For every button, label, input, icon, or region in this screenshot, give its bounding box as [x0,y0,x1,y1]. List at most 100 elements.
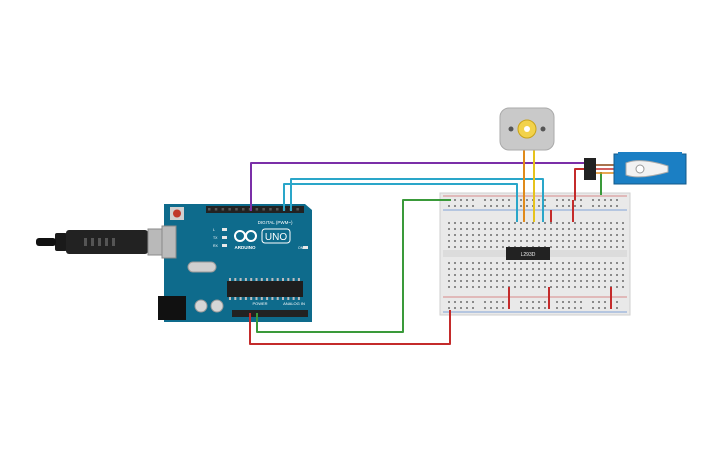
breadboard-hole[interactable] [568,199,570,201]
breadboard-hole[interactable] [598,262,600,264]
breadboard-hole[interactable] [610,205,612,207]
breadboard-hole[interactable] [568,205,570,207]
breadboard-hole[interactable] [490,262,492,264]
breadboard-hole[interactable] [514,262,516,264]
breadboard-hole[interactable] [466,274,468,276]
breadboard-hole[interactable] [532,301,534,303]
header-pin[interactable] [242,208,245,211]
breadboard-hole[interactable] [502,301,504,303]
breadboard-hole[interactable] [616,301,618,303]
breadboard-hole[interactable] [622,286,624,288]
breadboard-hole[interactable] [550,222,552,224]
breadboard-hole[interactable] [496,199,498,201]
breadboard-hole[interactable] [598,268,600,270]
breadboard-hole[interactable] [490,307,492,309]
breadboard-hole[interactable] [544,307,546,309]
breadboard-hole[interactable] [574,240,576,242]
breadboard-hole[interactable] [520,307,522,309]
breadboard-hole[interactable] [562,240,564,242]
breadboard-hole[interactable] [604,228,606,230]
breadboard-hole[interactable] [526,234,528,236]
breadboard-hole[interactable] [580,307,582,309]
breadboard-hole[interactable] [484,280,486,282]
breadboard-hole[interactable] [460,280,462,282]
breadboard-hole[interactable] [568,280,570,282]
breadboard-hole[interactable] [592,301,594,303]
breadboard-hole[interactable] [550,274,552,276]
breadboard-hole[interactable] [520,280,522,282]
breadboard-hole[interactable] [580,240,582,242]
breadboard-hole[interactable] [580,205,582,207]
breadboard-hole[interactable] [592,280,594,282]
breadboard-hole[interactable] [598,301,600,303]
breadboard-hole[interactable] [514,222,516,224]
breadboard-hole[interactable] [610,234,612,236]
breadboard-hole[interactable] [568,307,570,309]
breadboard-hole[interactable] [544,228,546,230]
breadboard-jumpers[interactable] [508,200,612,309]
breadboard-hole[interactable] [484,286,486,288]
breadboard-hole[interactable] [550,286,552,288]
breadboard-hole[interactable] [574,222,576,224]
breadboard-hole[interactable] [466,301,468,303]
breadboard-hole[interactable] [598,205,600,207]
breadboard-hole[interactable] [568,246,570,248]
breadboard-hole[interactable] [538,234,540,236]
breadboard-hole[interactable] [496,307,498,309]
breadboard-hole[interactable] [538,268,540,270]
breadboard-hole[interactable] [592,274,594,276]
breadboard-hole[interactable] [502,234,504,236]
breadboard-hole[interactable] [580,286,582,288]
breadboard-hole[interactable] [544,199,546,201]
breadboard-hole[interactable] [526,228,528,230]
breadboard-hole[interactable] [508,234,510,236]
breadboard-hole[interactable] [610,246,612,248]
breadboard-hole[interactable] [556,222,558,224]
breadboard-hole[interactable] [532,286,534,288]
breadboard-hole[interactable] [514,280,516,282]
breadboard-hole[interactable] [604,262,606,264]
breadboard-hole[interactable] [526,205,528,207]
breadboard-hole[interactable] [454,246,456,248]
breadboard-hole[interactable] [532,228,534,230]
breadboard-hole[interactable] [574,307,576,309]
breadboard-hole[interactable] [622,280,624,282]
breadboard-hole[interactable] [526,286,528,288]
breadboard-hole[interactable] [598,234,600,236]
breadboard-hole[interactable] [580,274,582,276]
breadboard-hole[interactable] [556,262,558,264]
breadboard-hole[interactable] [550,246,552,248]
breadboard-hole[interactable] [460,228,462,230]
breadboard-hole[interactable] [448,301,450,303]
breadboard-hole[interactable] [454,268,456,270]
breadboard-hole[interactable] [484,234,486,236]
breadboard-hole[interactable] [460,222,462,224]
breadboard-hole[interactable] [484,222,486,224]
breadboard-hole[interactable] [580,280,582,282]
breadboard-hole[interactable] [622,228,624,230]
breadboard-hole[interactable] [448,262,450,264]
breadboard-hole[interactable] [514,234,516,236]
breadboard-hole[interactable] [454,280,456,282]
breadboard-hole[interactable] [598,274,600,276]
breadboard-hole[interactable] [526,301,528,303]
breadboard-hole[interactable] [454,274,456,276]
breadboard-hole[interactable] [622,234,624,236]
breadboard-hole[interactable] [556,234,558,236]
breadboard-hole[interactable] [478,246,480,248]
breadboard-hole[interactable] [610,262,612,264]
breadboard-hole[interactable] [490,268,492,270]
breadboard-hole[interactable] [610,240,612,242]
breadboard-hole[interactable] [544,268,546,270]
breadboard-hole[interactable] [574,228,576,230]
breadboard-hole[interactable] [484,301,486,303]
breadboard-hole[interactable] [520,301,522,303]
breadboard-hole[interactable] [478,228,480,230]
breadboard-hole[interactable] [490,301,492,303]
breadboard-hole[interactable] [508,280,510,282]
breadboard-hole[interactable] [604,205,606,207]
breadboard-hole[interactable] [448,222,450,224]
header-pin[interactable] [235,208,238,211]
breadboard-hole[interactable] [622,262,624,264]
digital-header[interactable] [206,206,304,213]
